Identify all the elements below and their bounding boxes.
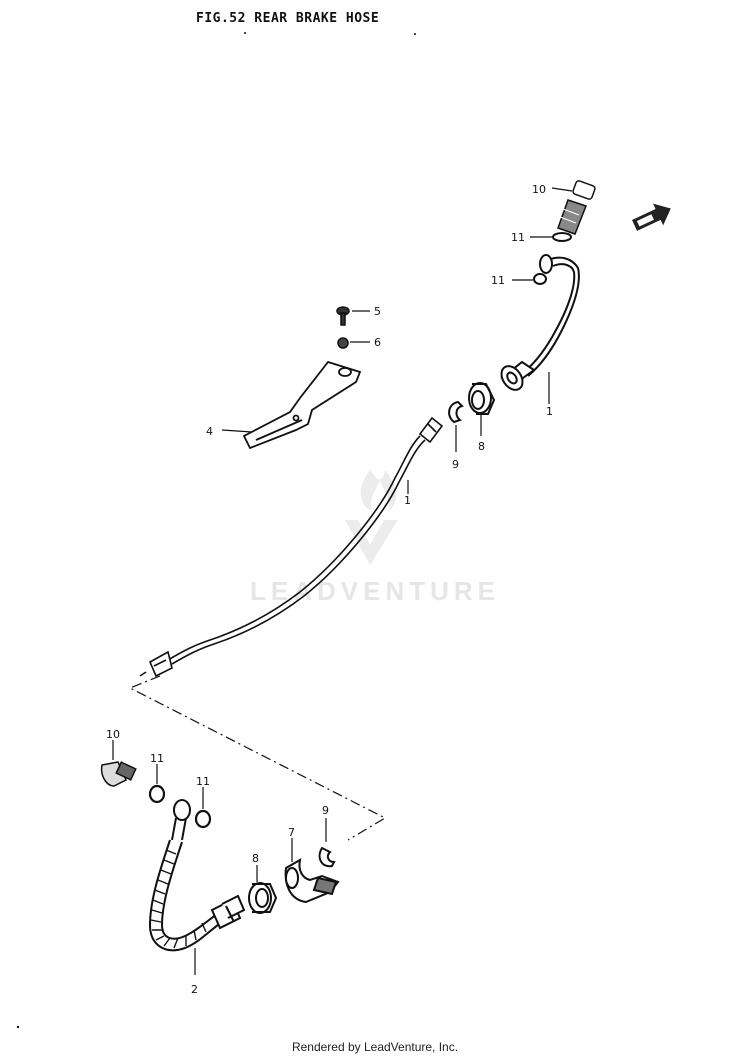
callout-8-mid: 8 <box>478 440 485 453</box>
part-10-union-bolt-top <box>557 180 596 235</box>
watermark-text: LEADVENTURE <box>250 576 500 606</box>
watermark: LEADVENTURE <box>250 470 500 606</box>
callout-5: 5 <box>374 305 381 318</box>
part-9-clip-bottom <box>318 846 336 868</box>
leadventure-logo-icon <box>345 470 398 565</box>
figure-title: FIG.52 REAR BRAKE HOSE <box>196 11 379 26</box>
part-8-grommet-mid <box>468 382 496 415</box>
callout-4: 4 <box>206 425 213 438</box>
callout-1-mid: 1 <box>404 494 411 507</box>
part-2-brake-hose-lower <box>148 799 246 952</box>
part-6-grommet <box>337 337 349 349</box>
callout-11-bot-b: 11 <box>196 775 210 788</box>
leader-10-top <box>551 187 573 192</box>
speck <box>414 33 416 35</box>
part-5-bolt <box>336 306 350 326</box>
part-11-washer-top-a <box>552 232 572 242</box>
callout-6: 6 <box>374 336 381 349</box>
callout-10-top: 10 <box>532 183 546 196</box>
callout-10-bot: 10 <box>106 728 120 741</box>
speck <box>16 1025 20 1029</box>
callout-2: 2 <box>191 983 198 996</box>
part-1-brake-hose-upper <box>500 254 580 391</box>
part-11-washer-top-b <box>533 273 547 285</box>
callout-9-mid: 9 <box>452 458 459 471</box>
callout-9-bot: 9 <box>322 804 329 817</box>
leader-4 <box>221 429 253 433</box>
part-7-clamp <box>284 858 340 904</box>
front-direction-arrow-icon <box>632 203 671 231</box>
callout-11-top-b: 11 <box>491 274 505 287</box>
assembly-line <box>128 675 387 841</box>
callout-7: 7 <box>288 826 295 839</box>
callout-11-bot-a: 11 <box>150 752 164 765</box>
part-4-bracket <box>242 360 362 450</box>
part-9-clip-mid <box>448 400 464 424</box>
callout-11-top-a: 11 <box>511 231 525 244</box>
part-1-brake-pipe <box>139 416 444 678</box>
callout-8-bot: 8 <box>252 852 259 865</box>
callout-1-right: 1 <box>546 405 553 418</box>
speck <box>244 32 246 34</box>
part-11-washer-bot-b <box>194 809 212 829</box>
part-8-grommet-bottom <box>248 882 278 914</box>
part-11-washer-bot-a <box>148 784 166 804</box>
rendered-by-credit: Rendered by LeadVenture, Inc. <box>291 1040 459 1054</box>
part-10-union-bolt-bottom <box>100 761 137 787</box>
